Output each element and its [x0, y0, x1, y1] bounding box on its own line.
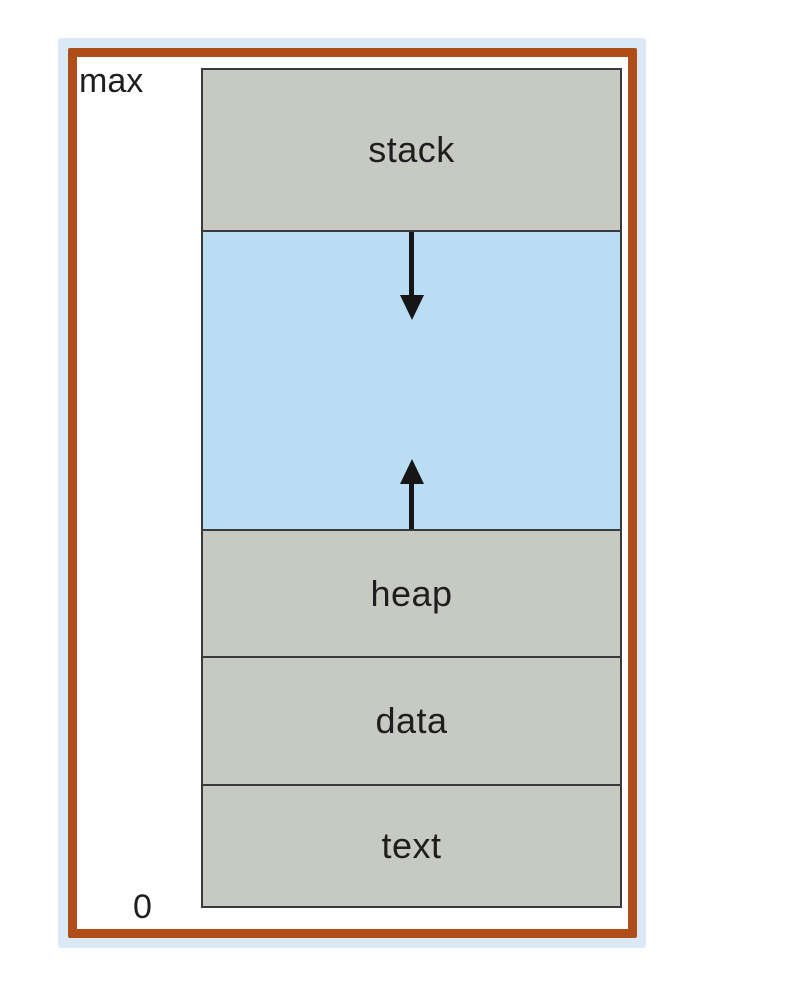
zero-address-label: 0 [133, 888, 152, 926]
heap-section-label: heap [370, 572, 453, 614]
max-address-label: max [79, 62, 144, 100]
arrow-head-up [399, 459, 424, 484]
memory-layout-column: stack heap data text [201, 68, 622, 908]
data-section-label: data [375, 700, 448, 741]
stack-section-label: stack [368, 129, 455, 170]
heap-growth-arrow-icon [399, 459, 424, 529]
arrow-shaft [409, 232, 414, 295]
section-stack: stack [203, 70, 620, 230]
section-data: data [203, 656, 620, 784]
stack-growth-arrow-icon [399, 232, 424, 320]
section-heap: heap [203, 529, 620, 656]
section-text: text [203, 784, 620, 906]
section-free-space [203, 230, 620, 529]
text-section-label: text [381, 825, 442, 866]
arrow-shaft [409, 484, 414, 529]
arrow-head-down [399, 295, 424, 320]
